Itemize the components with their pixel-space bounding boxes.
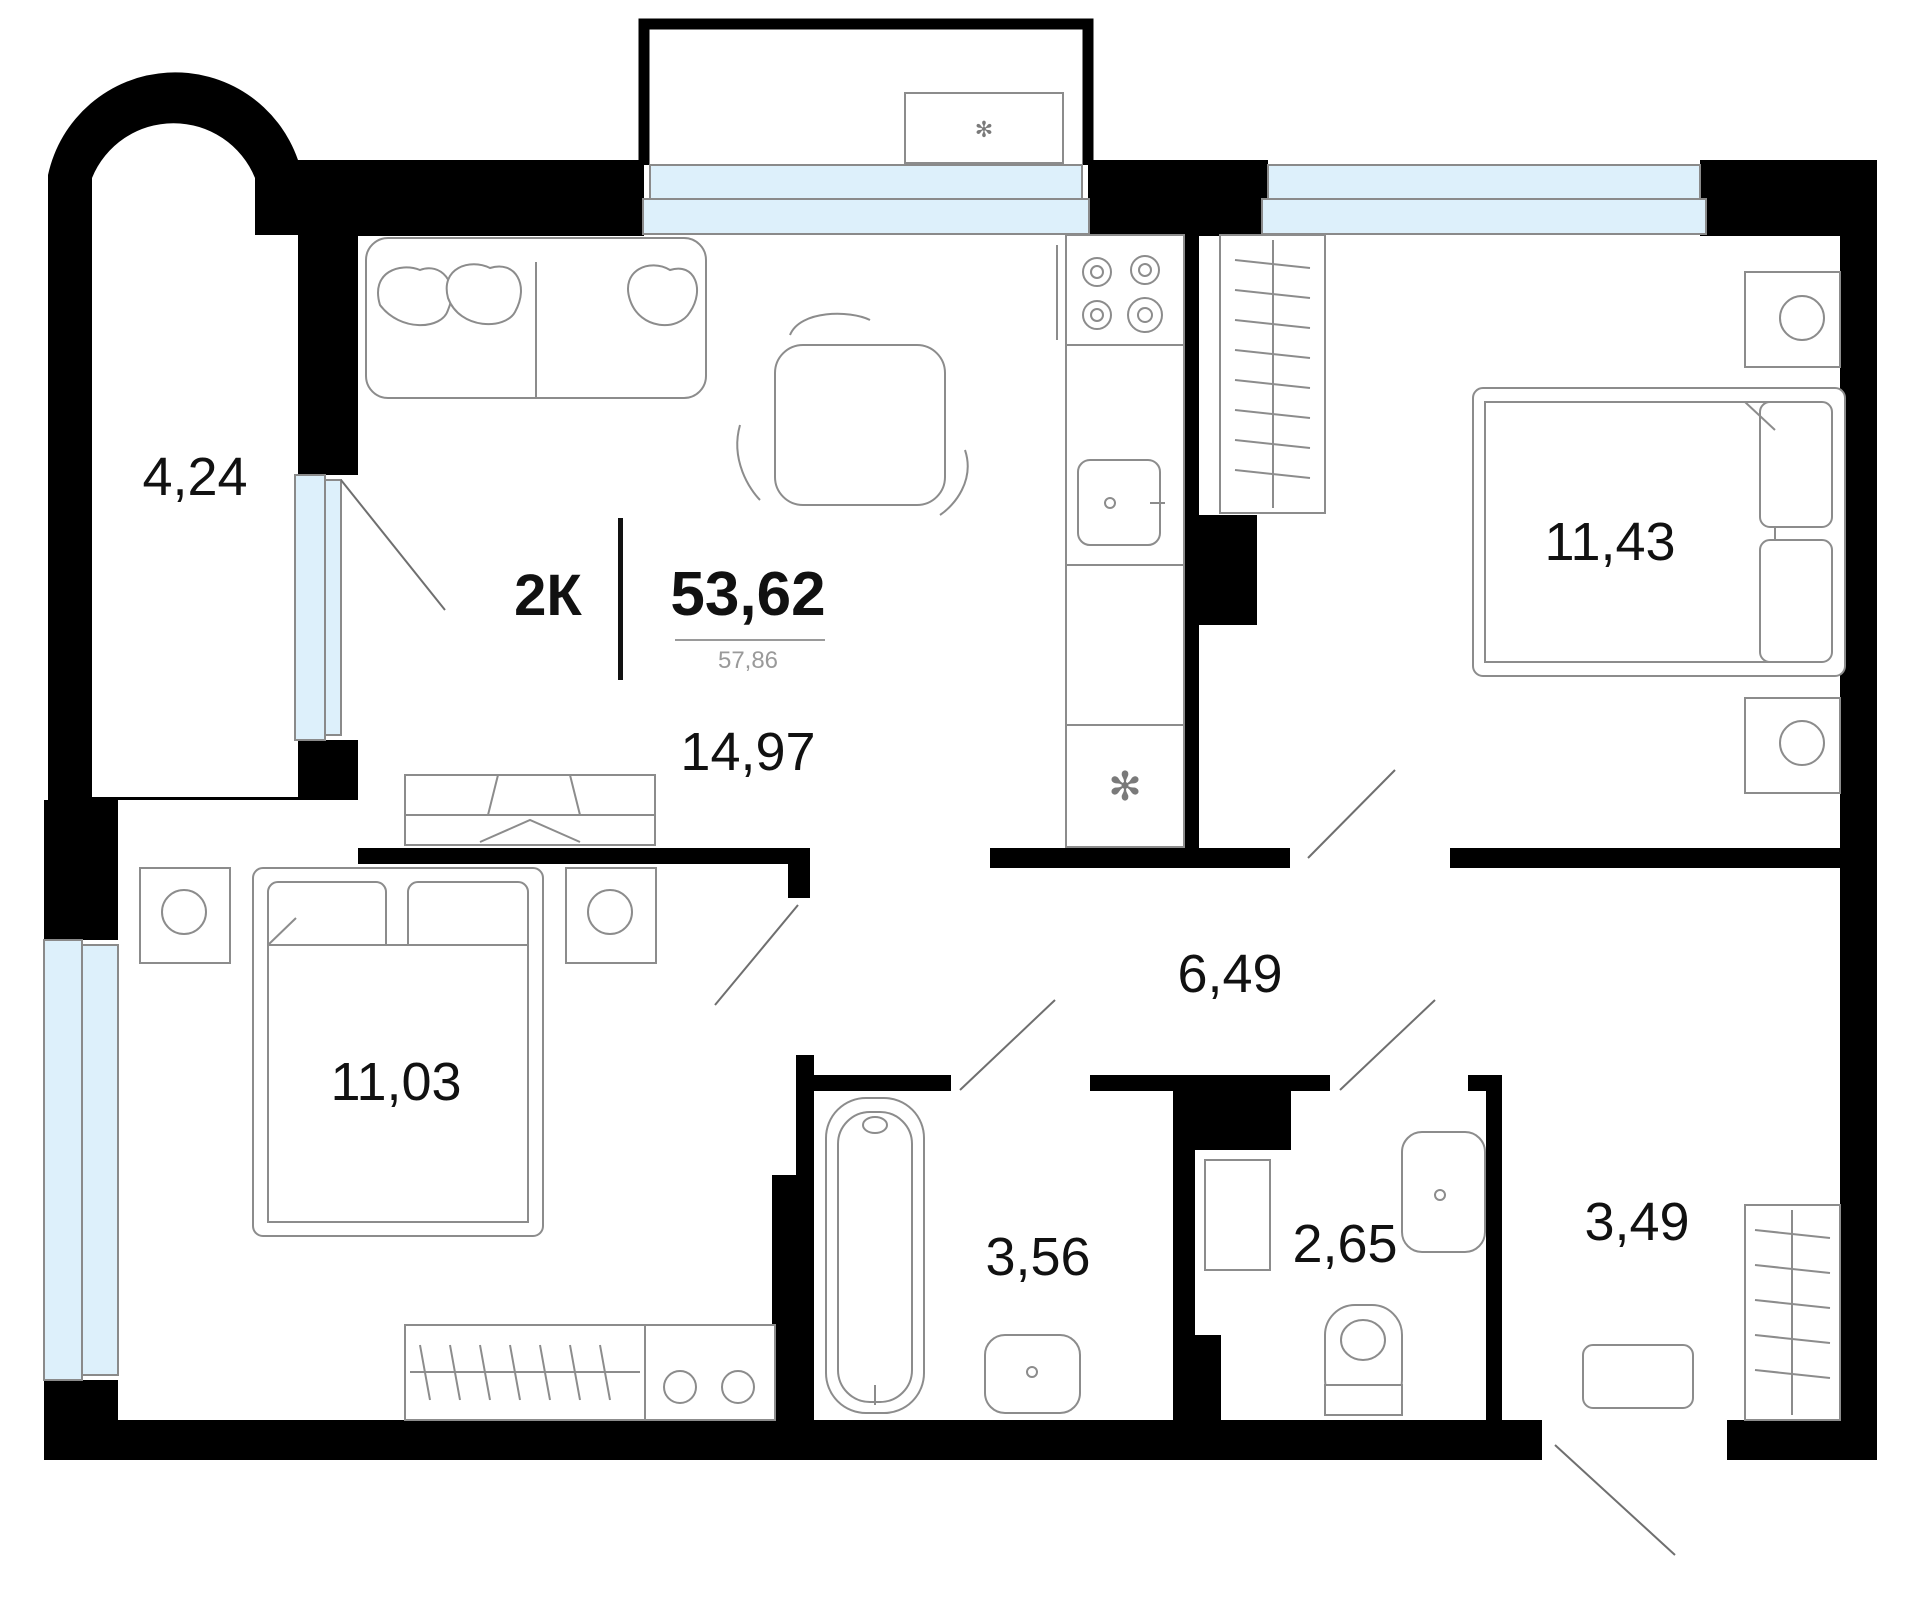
bed-left bbox=[139, 867, 657, 1237]
balcony-wall bbox=[48, 72, 358, 800]
window-bedroom-top bbox=[1267, 164, 1701, 200]
kitchen-sink bbox=[1077, 459, 1161, 546]
hall-bedroom-right-wall bbox=[1450, 848, 1877, 868]
dining-table bbox=[736, 312, 969, 516]
furniture: ✻ bbox=[139, 234, 1846, 1421]
window-bedroom-left-inner bbox=[81, 944, 119, 1376]
room-area-balcony: 4,24 bbox=[142, 447, 247, 507]
room-area-bedroom-right: 11,43 bbox=[1544, 512, 1675, 572]
balcony-partition-top bbox=[298, 235, 358, 475]
bottom-wall bbox=[44, 1420, 1542, 1460]
apartment-type-label: 2К bbox=[514, 563, 582, 628]
snowflake-icon: ✻ bbox=[975, 117, 993, 142]
total-area: 53,62 bbox=[670, 560, 825, 629]
loggia-top: ✻ bbox=[638, 18, 1094, 165]
room-areas: 4,24 14,97 11,43 11,03 6,49 3,56 2,65 3,… bbox=[142, 447, 1689, 1287]
entry-fixtures bbox=[1582, 1204, 1841, 1421]
right-outer-wall bbox=[1840, 160, 1877, 1460]
room-area-bathroom: 3,56 bbox=[985, 1227, 1090, 1287]
bathroom-top-wall bbox=[796, 1075, 951, 1091]
window-living-top bbox=[649, 164, 1083, 200]
bathroom-door bbox=[959, 999, 1056, 1091]
bedroom-left-door bbox=[714, 904, 799, 1006]
washing-machines bbox=[644, 1324, 776, 1421]
top-wall-center bbox=[1088, 160, 1268, 236]
total-area-with-balcony: 57,86 bbox=[718, 647, 778, 674]
walls bbox=[44, 72, 1877, 1460]
windows bbox=[43, 164, 1707, 1381]
apartment-summary: 2К 53,62 57,86 bbox=[514, 518, 826, 680]
bathroom-toilet-partition bbox=[1173, 1075, 1195, 1425]
room-area-bedroom-left: 11,03 bbox=[330, 1052, 461, 1112]
window-balcony-door-outer bbox=[294, 474, 326, 741]
room-area-hallway: 6,49 bbox=[1177, 944, 1282, 1004]
top-wall-left bbox=[298, 160, 644, 236]
bathroom-left-wall bbox=[796, 1055, 814, 1425]
entrance-door bbox=[1554, 1444, 1676, 1556]
balcony-partition-bottom bbox=[298, 740, 358, 800]
wardrobe-right bbox=[1219, 234, 1326, 514]
hall-bedroom-wall bbox=[1198, 848, 1290, 868]
room-area-kitchen-living: 14,97 bbox=[680, 722, 815, 782]
loggia-railing bbox=[638, 18, 1094, 165]
bedroom-right-door bbox=[1307, 769, 1396, 859]
room-area-toilet: 2,65 bbox=[1292, 1214, 1397, 1274]
bottom-wall-right bbox=[1727, 1420, 1877, 1460]
bathroom-left-wall-thick bbox=[772, 1175, 798, 1425]
wardrobe-left bbox=[404, 1324, 776, 1421]
window-bedroom-sill bbox=[1261, 198, 1707, 235]
toilet-low-block bbox=[1193, 1335, 1221, 1425]
divider bbox=[618, 518, 623, 680]
kitchen-bedroom-partition bbox=[1183, 235, 1199, 850]
bathtub bbox=[825, 1097, 1081, 1414]
ac-unit bbox=[904, 92, 1064, 164]
window-bedroom-left-outer bbox=[43, 939, 83, 1381]
sofa bbox=[365, 237, 707, 399]
rug bbox=[1582, 1344, 1694, 1409]
balcony-door bbox=[340, 479, 446, 611]
toilet-fixtures bbox=[1204, 1131, 1486, 1416]
partition-column bbox=[1199, 515, 1257, 625]
doors bbox=[340, 479, 1676, 1556]
room-area-entry: 3,49 bbox=[1584, 1192, 1689, 1252]
living-hall-wall bbox=[990, 848, 1200, 868]
boiler bbox=[1204, 1159, 1271, 1271]
window-balcony-door-inner bbox=[324, 479, 342, 736]
bedroom-left-door-jamb bbox=[788, 848, 810, 898]
window-living-sill bbox=[642, 198, 1090, 235]
bed-right bbox=[1472, 271, 1846, 794]
toilet-entry-partition bbox=[1486, 1075, 1502, 1425]
bedroom-left-top-wall bbox=[358, 848, 810, 864]
kitchen-counter: ✻ bbox=[1056, 234, 1185, 848]
toilet-corner-block bbox=[1173, 1075, 1291, 1150]
left-outer-wall-top bbox=[44, 800, 118, 940]
toilet-door bbox=[1339, 999, 1436, 1091]
snowflake-icon: ✻ bbox=[1108, 765, 1142, 809]
tv-stand bbox=[404, 774, 656, 846]
